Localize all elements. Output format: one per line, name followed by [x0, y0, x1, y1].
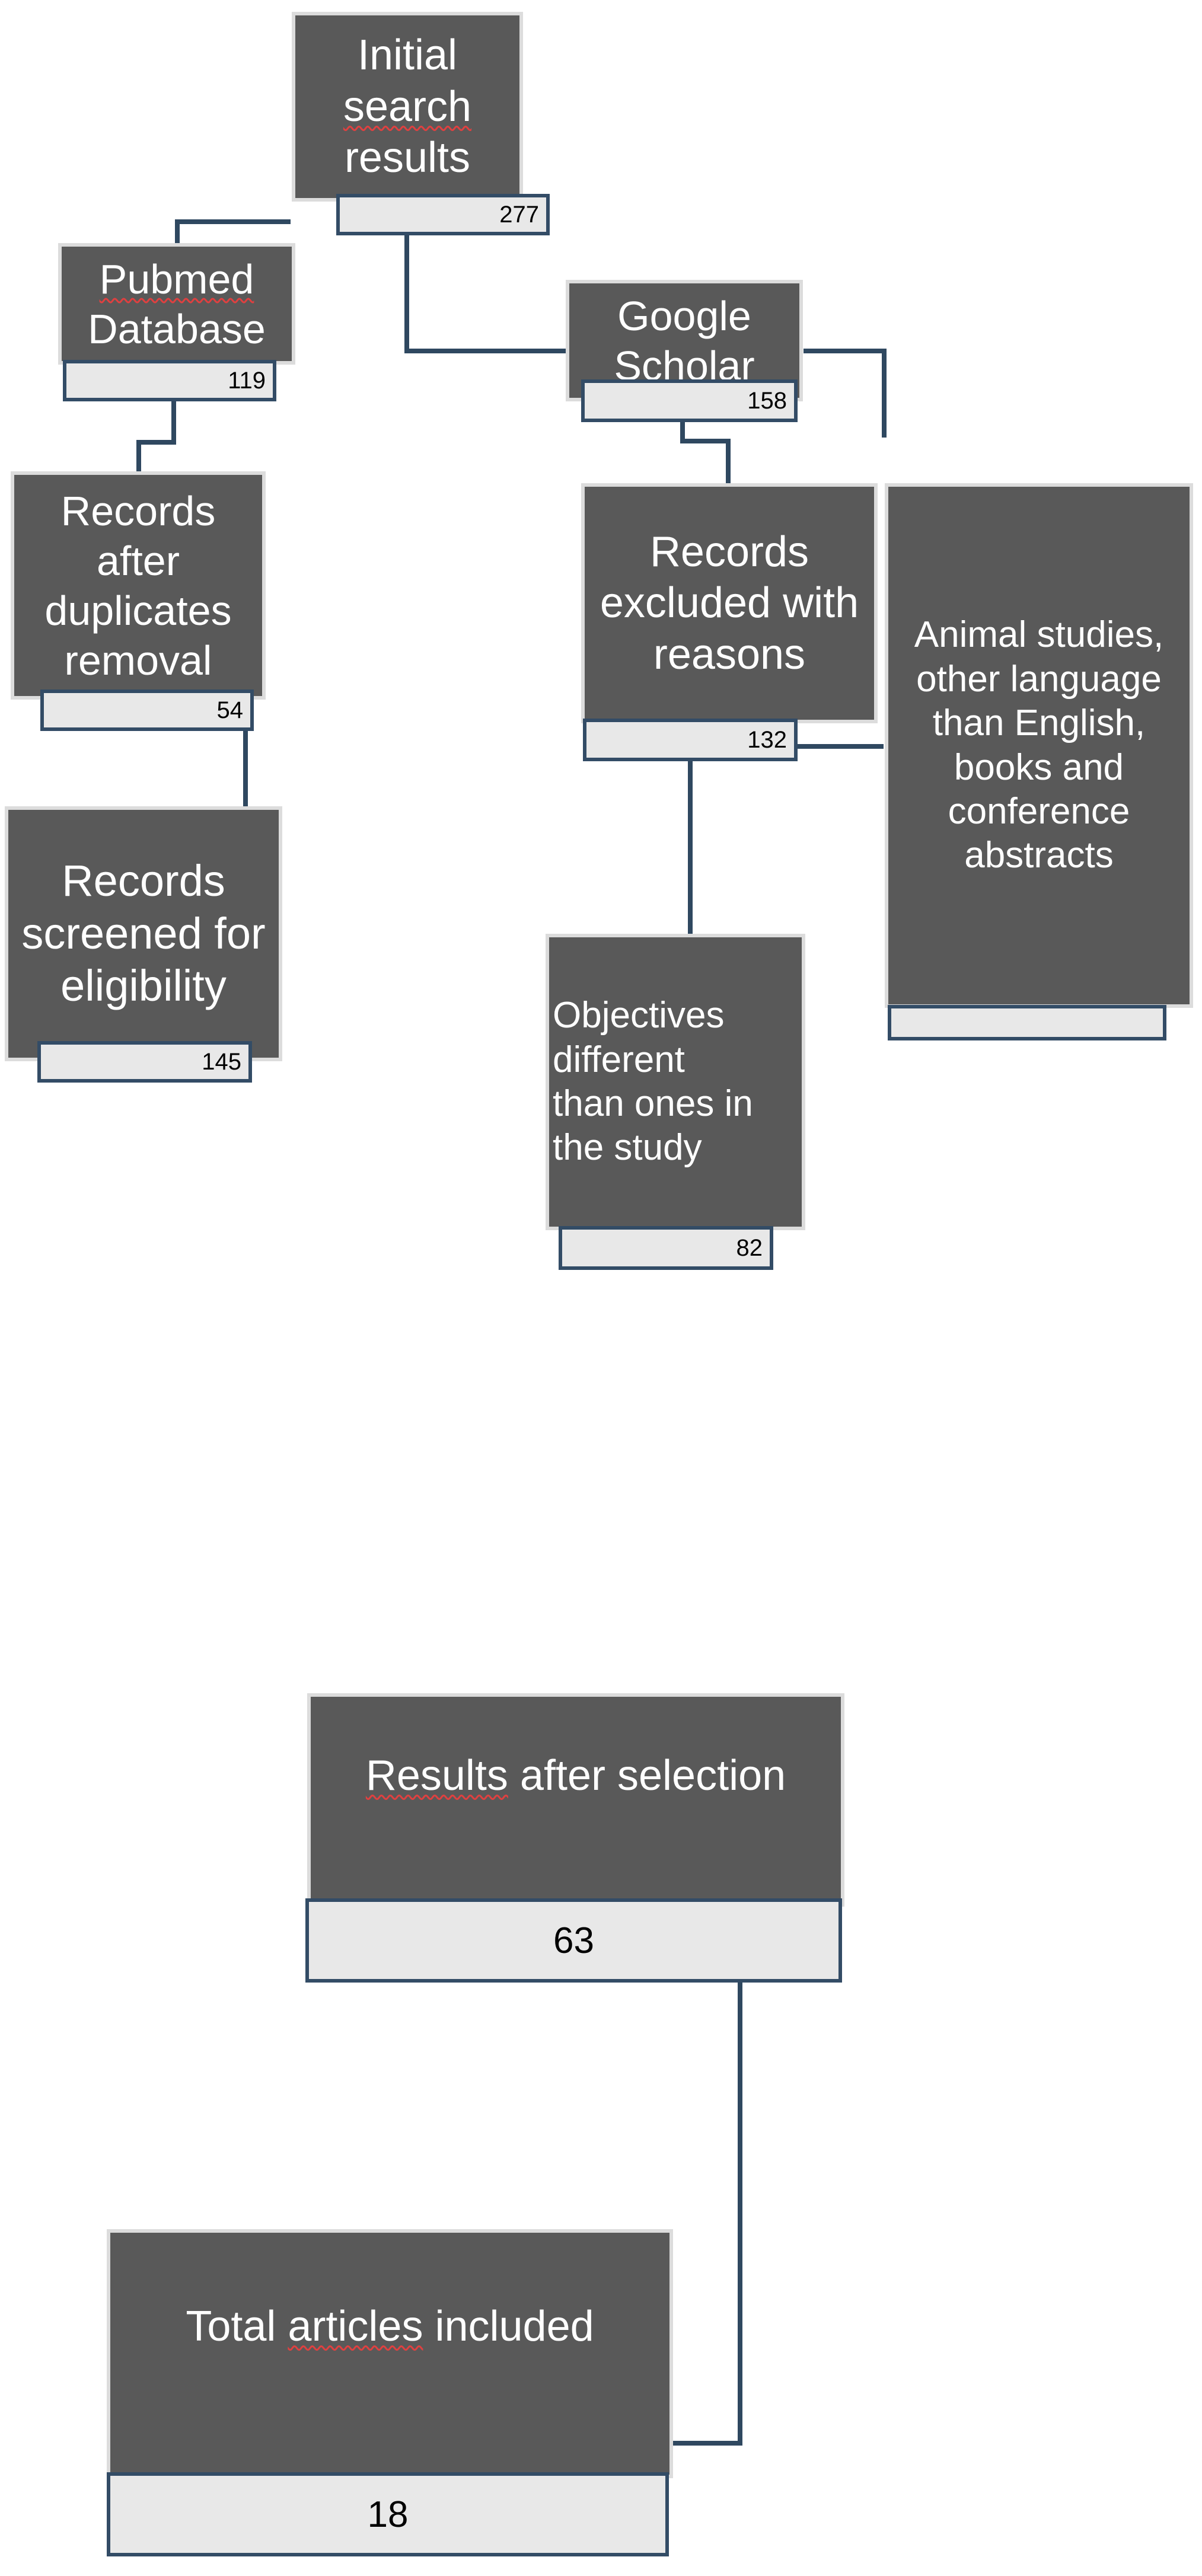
total-pre: Total [186, 2303, 288, 2350]
excluded-line1: Records [649, 528, 809, 576]
google-count: 158 [581, 379, 798, 422]
google-line1: Google [617, 292, 751, 339]
excluded-line2: excluded with [600, 579, 859, 627]
objectives-line1: Objectives [553, 995, 725, 1036]
connector [680, 439, 731, 443]
exclusion-reasons-box: Animal studies, other language than Engl… [885, 483, 1193, 1008]
initial-search-box: Initial search results [292, 12, 523, 202]
initial-count: 277 [336, 194, 550, 235]
total-count: 18 [107, 2472, 669, 2556]
connector [175, 219, 180, 249]
animal-line1: Animal studies, [914, 614, 1164, 656]
initial-line2: search [343, 82, 472, 130]
connector [136, 440, 176, 445]
pubmed-box: Pubmed Database [58, 243, 295, 365]
connector [688, 759, 693, 937]
connector [795, 744, 884, 749]
duplicates-line4: removal [64, 637, 212, 684]
connector [243, 729, 248, 806]
objectives-line4: the study [553, 1127, 702, 1169]
duplicates-removal-box: Records after duplicates removal [11, 471, 266, 700]
pubmed-line1: Pubmed [99, 256, 254, 302]
animal-line2: other language [916, 658, 1162, 700]
duplicates-line3: duplicates [44, 587, 232, 634]
excluded-box: Records excluded with reasons [581, 483, 878, 723]
pubmed-count: 119 [63, 360, 276, 401]
animal-line3: than English, [932, 703, 1146, 744]
animal-line6: abstracts [964, 835, 1114, 876]
total-word: articles [288, 2303, 423, 2350]
duplicates-count: 54 [40, 690, 254, 731]
connector [738, 1980, 742, 2446]
initial-line1: Initial [357, 31, 458, 79]
total-articles-box: Total articles included [107, 2229, 673, 2478]
pubmed-line2: Database [88, 305, 266, 352]
selection-count: 63 [305, 1898, 842, 1983]
connector [673, 2441, 742, 2446]
screened-count: 145 [37, 1041, 252, 1083]
duplicates-line2: after [96, 537, 180, 584]
screened-line3: eligibility [60, 961, 227, 1011]
connector [804, 349, 887, 353]
connector [404, 234, 409, 353]
animal-line4: books and [954, 746, 1124, 788]
screened-box: Records screened for eligibility [5, 806, 282, 1061]
total-post: included [423, 2303, 594, 2350]
animal-line5: conference [948, 790, 1130, 832]
connector [175, 219, 291, 224]
results-after-selection-box: Results after selection [307, 1693, 844, 1907]
excluded-line3: reasons [653, 630, 806, 678]
objectives-line2: different [553, 1039, 685, 1080]
selection-rest: after selection [508, 1752, 786, 1799]
objectives-count: 82 [559, 1226, 773, 1270]
selection-word1: Results [365, 1752, 508, 1799]
connector [882, 349, 887, 438]
initial-line3: results [344, 134, 471, 182]
connector [171, 400, 176, 445]
connector [680, 420, 685, 443]
connector [404, 349, 570, 353]
excluded-count: 132 [583, 719, 798, 761]
objectives-box: Objectives different than ones in the st… [546, 934, 805, 1230]
duplicates-line1: Records [60, 487, 216, 534]
connector [726, 439, 731, 483]
exclusion-reasons-count [888, 1005, 1166, 1040]
screened-line2: screened for [21, 908, 266, 958]
objectives-line3: than ones in [553, 1083, 753, 1124]
connector [136, 440, 141, 475]
screened-line1: Records [62, 856, 225, 905]
